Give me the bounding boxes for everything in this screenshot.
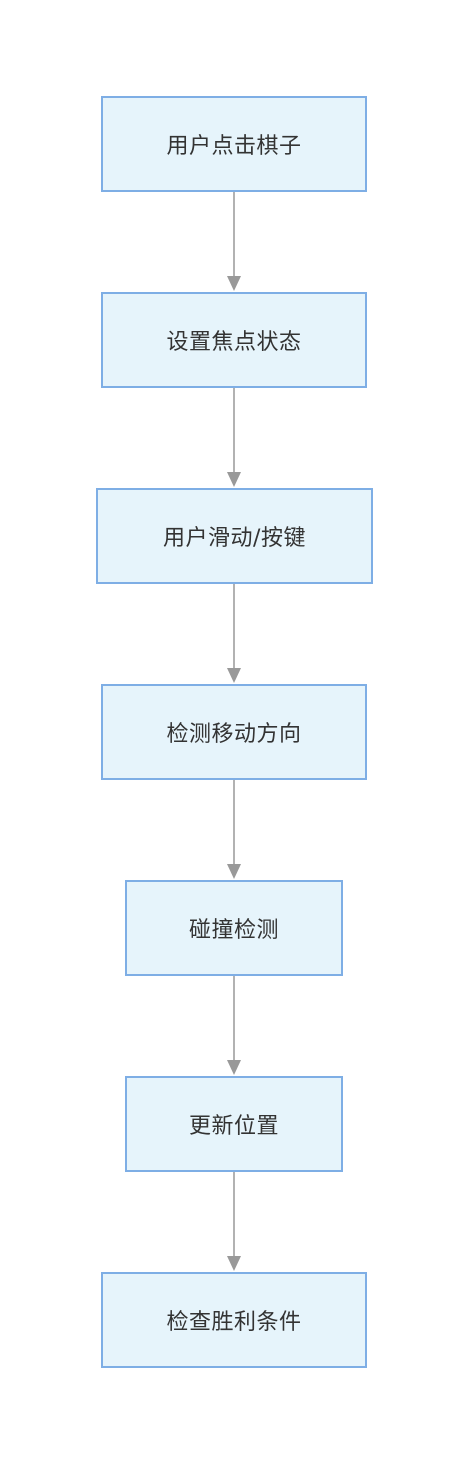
- node-label: 用户滑动/按键: [163, 526, 306, 551]
- node-update-position: 更新位置: [125, 1076, 343, 1172]
- node-swipe-or-key: 用户滑动/按键: [96, 488, 373, 584]
- edge-n2-n3: [227, 388, 241, 487]
- node-click-piece: 用户点击棋子: [101, 96, 367, 192]
- node-label: 更新位置: [188, 1114, 279, 1139]
- edge-n4-n5: [227, 780, 241, 879]
- node-label: 碰撞检测: [188, 918, 279, 943]
- node-set-focus: 设置焦点状态: [101, 292, 367, 388]
- node-label: 设置焦点状态: [166, 330, 302, 355]
- node-collision-detection: 碰撞检测: [125, 880, 343, 976]
- node-label: 检测移动方向: [166, 722, 302, 747]
- edge-n5-n6: [227, 976, 241, 1075]
- edge-n1-n2: [227, 192, 241, 291]
- node-detect-direction: 检测移动方向: [101, 684, 367, 780]
- edge-n6-n7: [227, 1172, 241, 1271]
- node-label: 检查胜利条件: [166, 1310, 302, 1335]
- edge-n3-n4: [227, 584, 241, 683]
- node-check-win: 检查胜利条件: [101, 1272, 367, 1368]
- node-label: 用户点击棋子: [166, 134, 302, 159]
